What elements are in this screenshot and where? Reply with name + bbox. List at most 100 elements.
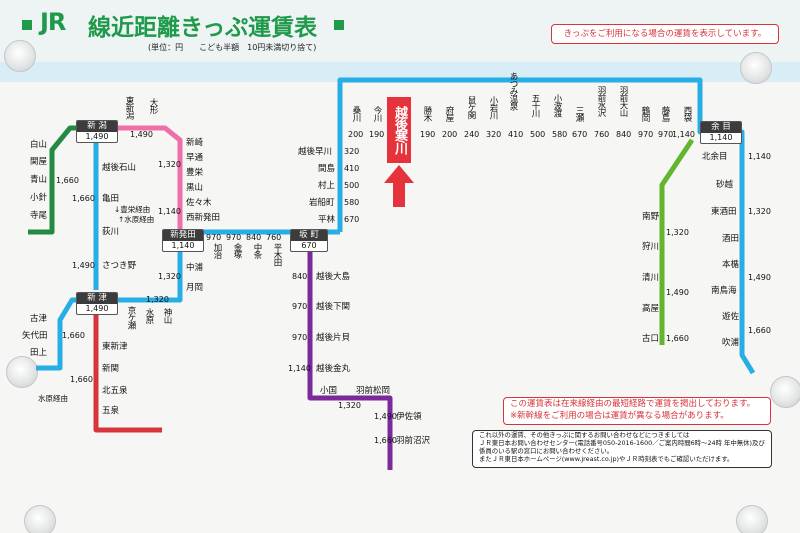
- mount-screw: [4, 40, 36, 72]
- station-fare: 1,490: [72, 261, 95, 270]
- station-fare: 970: [638, 130, 654, 139]
- mount-screw: [6, 356, 38, 388]
- station-name: 新崎: [186, 138, 204, 148]
- station-name: 本楯: [722, 260, 740, 270]
- station-fare: 580: [344, 198, 360, 207]
- station-fare: 190: [369, 130, 385, 139]
- station-fare: 760: [594, 130, 610, 139]
- station-fare: 1,490: [666, 288, 689, 297]
- station-name: 大形: [148, 98, 158, 113]
- station-name: 桑川: [351, 106, 361, 121]
- station-fare: 1,140: [748, 152, 771, 161]
- station-fare: 970: [658, 130, 674, 139]
- station-name: 荻川: [102, 227, 120, 237]
- header-square-right: [334, 20, 344, 30]
- station-name: 越後石山: [102, 163, 137, 173]
- banetsu-west-line: [28, 125, 84, 235]
- station-name: 小波渡: [552, 94, 562, 117]
- hub-fare: 670: [301, 241, 317, 250]
- notice-line: 係員のいる駅の窓口にお問い合わせください。: [479, 447, 614, 455]
- hub-name: 新 潟: [77, 121, 117, 132]
- station-fare: 410: [344, 164, 360, 173]
- station-name: 吹浦: [722, 338, 740, 348]
- route-note: 水原経由: [38, 394, 68, 403]
- shinkansen-notice: この運賃表は在来線経由の最短経路で運賃を掲出しております。 ※新幹線をご利用の場…: [503, 397, 771, 425]
- shinetsu-line: [93, 302, 162, 433]
- station-fare: 200: [348, 130, 364, 139]
- fare-notice-box: きっぷをご利用になる場合の運賃を表示しています。: [551, 24, 779, 44]
- station-name: 藤島: [660, 106, 670, 121]
- station-name: 羽前沼沢: [396, 436, 431, 446]
- station-fare: 970: [226, 233, 242, 242]
- notice-line: またＪＲ東日本ホームページ(www.jreast.co.jp)やＪＲ時刻表でもご…: [479, 455, 734, 463]
- station-name: 高屋: [642, 304, 660, 314]
- station-name: 越後早川: [298, 147, 333, 157]
- station-fare: 670: [344, 215, 360, 224]
- header-square-left: [22, 20, 32, 30]
- station-fare: 1,660: [72, 194, 95, 203]
- station-name: 間島: [318, 164, 336, 174]
- notice-line: ※新幹線をご利用の場合は運賃が異なる場合があります。: [510, 411, 729, 421]
- station-fare: 580: [552, 130, 568, 139]
- station-fare: 970: [292, 302, 308, 311]
- station-fare: 1,320: [338, 401, 361, 410]
- hub-fare: 1,140: [709, 133, 733, 142]
- station-name: 北五泉: [102, 386, 128, 396]
- notice-line: ＪＲ東日本お問い合わせセンター(電話番号050-2016-1600／ご案内時間6…: [479, 439, 765, 447]
- station-name: 北余目: [702, 152, 728, 162]
- station-fare: 760: [266, 233, 282, 242]
- mount-screw: [770, 376, 800, 408]
- station-name: 西新発田: [186, 213, 221, 223]
- notice-line: これ以外の運賃、その他きっぷに関するお問い合わせなどにつきましては: [479, 431, 690, 439]
- hub-sakamachi: 坂 町 670: [290, 229, 328, 252]
- hub-fare: 1,140: [171, 241, 195, 250]
- station-name: 水原: [144, 308, 154, 323]
- station-name: 伊佐領: [396, 412, 422, 422]
- station-fare: 1,660: [56, 176, 79, 185]
- station-fare: 1,490: [748, 273, 771, 282]
- station-name: 三瀬: [574, 106, 584, 121]
- station-name: 越後下関: [316, 302, 351, 312]
- current-location-arrow-icon: [384, 165, 414, 207]
- station-fare: 1,660: [62, 331, 85, 340]
- station-name: 平木田: [272, 243, 282, 266]
- station-name: 羽前松岡: [356, 386, 391, 396]
- rikuu-line: [659, 138, 695, 345]
- station-name: 平林: [318, 215, 336, 225]
- station-fare: 410: [508, 130, 524, 139]
- hub-name: 新発田: [163, 230, 203, 241]
- page-subtitle: (単位：円 こども半額 10円未満切り捨て): [148, 43, 317, 52]
- hub-fare: 1,490: [85, 132, 109, 141]
- station-name: 古口: [642, 334, 660, 344]
- station-name: あつみ温泉: [508, 72, 518, 110]
- station-name: 五泉: [102, 406, 120, 416]
- station-name: 寺尾: [30, 211, 48, 221]
- station-fare: 320: [486, 130, 502, 139]
- station-fare: 1,320: [666, 228, 689, 237]
- station-name: 西袋: [682, 106, 692, 121]
- station-name: 清川: [642, 273, 660, 283]
- station-name: 金塚: [232, 243, 242, 258]
- station-name: 豊栄: [186, 168, 204, 178]
- station-fare: 1,660: [666, 334, 689, 343]
- station-name: 東新津: [102, 342, 128, 352]
- station-name: 矢代田: [22, 331, 48, 341]
- station-name: 南鳥海: [711, 286, 737, 296]
- station-name: 羽前大山: [618, 86, 628, 116]
- station-name: 亀田: [102, 194, 120, 204]
- sky-band: [0, 62, 800, 82]
- station-name: 五十川: [530, 94, 540, 117]
- station-name: 京ケ瀬: [126, 306, 136, 329]
- inquiry-notice: これ以外の運賃、その他きっぷに関するお問い合わせなどにつきましては ＪＲ東日本お…: [472, 430, 772, 468]
- station-name: 狩川: [642, 242, 660, 252]
- niitsu-line: [36, 242, 183, 371]
- station-fare: 1,320: [748, 207, 771, 216]
- station-name: 東酒田: [711, 207, 737, 217]
- station-name: 黒山: [186, 183, 204, 193]
- station-name: 小岩川: [488, 96, 498, 119]
- station-name: 小針: [30, 193, 48, 203]
- station-name: 東新潟: [124, 96, 134, 119]
- station-name: 越後金丸: [316, 364, 351, 374]
- station-name: 佐々木: [186, 198, 212, 208]
